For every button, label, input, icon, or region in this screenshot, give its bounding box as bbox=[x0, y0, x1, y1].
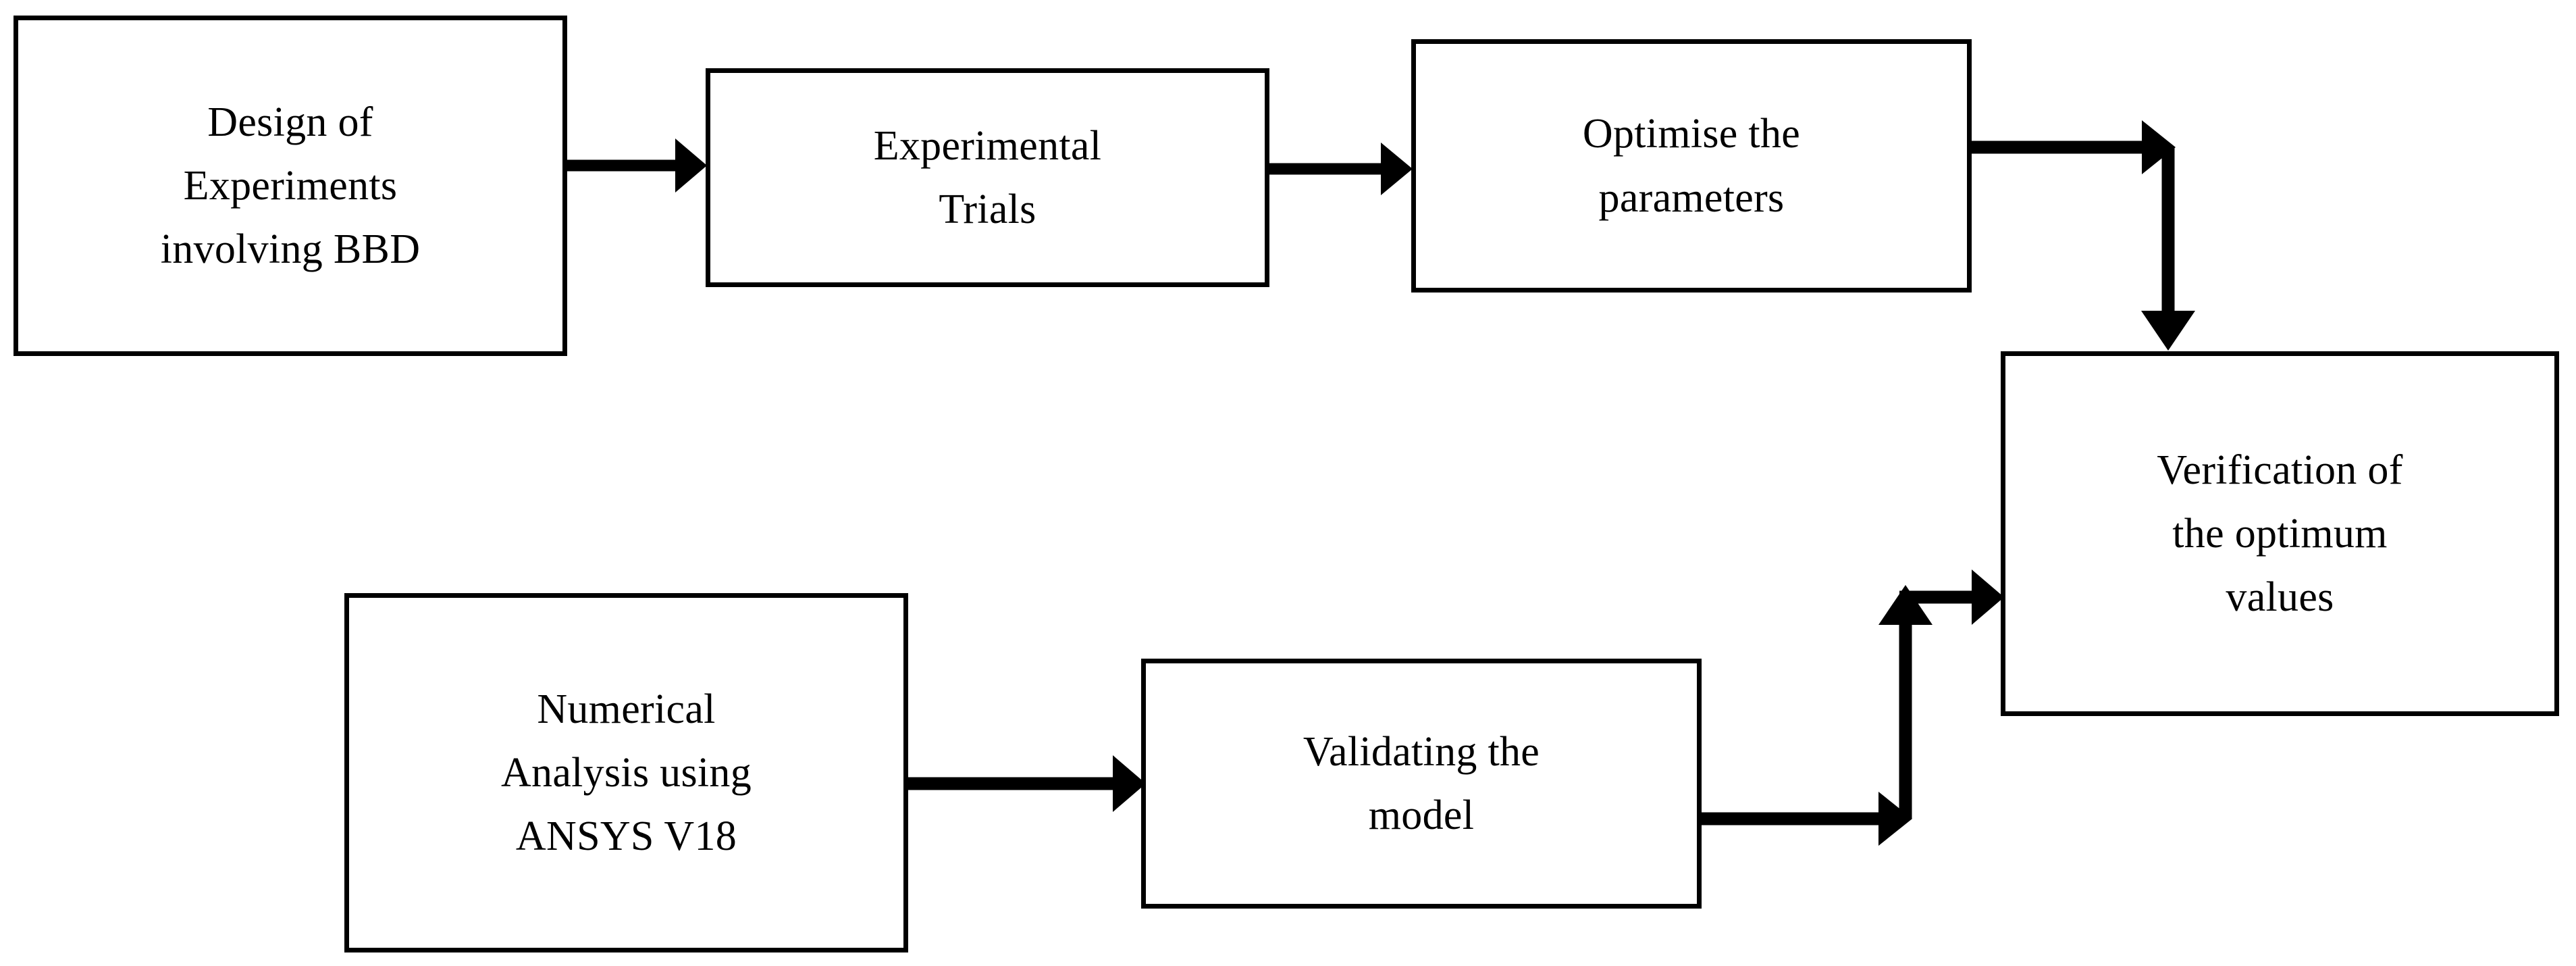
node-experimental-trials[interactable]: Experimental Trials bbox=[706, 68, 1269, 287]
node-label: Experimental Trials bbox=[873, 122, 1102, 232]
node-label: Optimise the parameters bbox=[1582, 111, 1801, 221]
edge-optimise-to-verification bbox=[1972, 120, 2195, 351]
node-label: Validating the model bbox=[1303, 728, 1540, 838]
node-label: Numerical Analysis using ANSYS V18 bbox=[500, 686, 752, 860]
node-optimise-the-parameters[interactable]: Optimise the parameters bbox=[1411, 39, 1972, 293]
edge-design-to-trials bbox=[567, 138, 707, 193]
node-design-of-experiments[interactable]: Design of Experiments involving BBD bbox=[14, 16, 567, 356]
edge-numerical-to-validating bbox=[908, 755, 1146, 812]
node-label: Design of Experiments involving BBD bbox=[160, 99, 421, 273]
node-numerical-analysis-using-ansys[interactable]: Numerical Analysis using ANSYS V18 bbox=[344, 593, 908, 952]
node-validating-the-model[interactable]: Validating the model bbox=[1141, 659, 1702, 909]
node-verification-of-the-optimum-values[interactable]: Verification of the optimum values bbox=[2001, 351, 2559, 716]
edge-validating-to-verification bbox=[1702, 569, 2004, 846]
node-label: Verification of the optimum values bbox=[2157, 447, 2403, 621]
edge-trials-to-optimise bbox=[1269, 143, 1413, 195]
